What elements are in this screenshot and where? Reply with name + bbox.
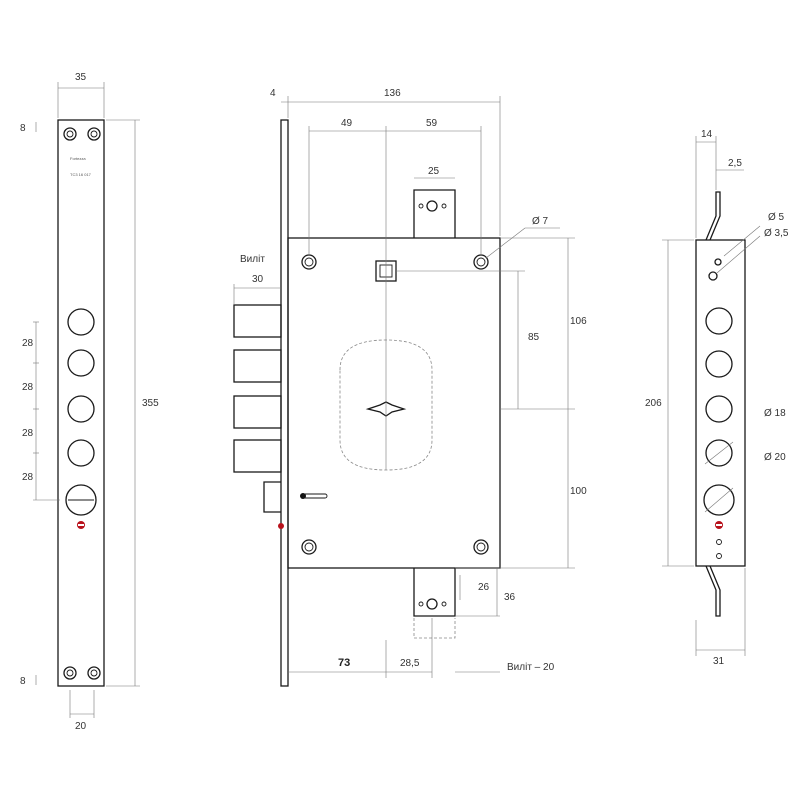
dim-lockbody-bottom-throw: Виліт – 20 (507, 662, 555, 673)
lockbody-view: 4 136 49 59 25 Ø 7 Виліт 30 106 100 85 2… (233, 88, 587, 687)
sideview-bolt-holes (703, 307, 735, 516)
sideview-screws (708, 225, 761, 281)
dim-lockbody-left-span: 49 (341, 118, 353, 129)
faceplate-top-holes (63, 127, 101, 141)
lockbody-bolts (233, 304, 282, 513)
faceplate-outline (57, 119, 105, 687)
dim-lockbody-backset: 73 (338, 657, 350, 669)
lockbody-top-bracket (413, 189, 456, 238)
dim-faceplate-pitch-1: 28 (22, 338, 34, 349)
dim-lockbody-bracket-offset: 26 (478, 582, 490, 593)
lockbody-case (287, 237, 501, 569)
dim-lockbody-hole-diameter: Ø 7 (532, 216, 549, 227)
dim-sideview-height: 206 (645, 398, 662, 409)
dim-lockbody-right-span: 59 (426, 118, 438, 129)
dim-lockbody-bracket-depth: 36 (504, 592, 516, 603)
dim-faceplate-width: 35 (75, 72, 87, 83)
dim-faceplate-top-offset: 8 (20, 123, 26, 134)
dim-lockbody-upper-height: 106 (570, 316, 587, 327)
dim-sideview-deadbolt-diameter: Ø 20 (764, 452, 786, 463)
faceplate-brand-text: Fortezza (70, 156, 86, 161)
dim-lockbody-bolt-throw: 30 (252, 274, 264, 285)
dim-faceplate-pitch-4: 28 (22, 472, 34, 483)
dim-sideview-width-bottom: 31 (713, 656, 725, 667)
faceplate-model-text: TC3 16 017 (70, 172, 92, 177)
dim-lockbody-lower-height: 100 (570, 486, 587, 497)
dim-lockbody-bracket-width: 25 (428, 166, 440, 177)
dim-sideview-offset: 2,5 (728, 158, 742, 169)
dim-lockbody-key-offset: 28,5 (400, 658, 420, 669)
dim-sideview-bolt-diameter: Ø 18 (764, 408, 786, 419)
lockbody-bottom-bracket (413, 568, 456, 639)
lockbody-corner-screws (301, 254, 489, 555)
dim-sideview-width-top: 14 (701, 129, 713, 140)
sideview-outline (695, 239, 746, 567)
lockbody-red-marker (278, 523, 284, 529)
dim-sideview-screw-1: Ø 5 (768, 212, 785, 223)
dim-lockbody-total-width: 136 (384, 88, 401, 99)
dim-lockbody-spindle-height: 85 (528, 332, 540, 343)
dim-lockbody-plate-thickness: 4 (270, 88, 276, 99)
faceplate-bottom-holes (63, 666, 101, 680)
lockbody-keyhole (365, 401, 407, 417)
dim-faceplate-bottom-offset: 8 (20, 676, 26, 687)
dim-sideview-screw-2: Ø 3,5 (764, 228, 789, 239)
faceplate-bolt-holes (65, 308, 97, 516)
sideview-bottom-tab (705, 565, 721, 617)
faceplate-view: Fortezza TC3 16 017 35 355 8 8 (20, 72, 159, 732)
dim-faceplate-pitch-3: 28 (22, 428, 34, 439)
dim-faceplate-pitch-2: 28 (22, 382, 34, 393)
dim-faceplate-height: 355 (142, 398, 159, 409)
sideview-top-tab (705, 191, 721, 241)
lockbody-cylinder-outline (339, 339, 433, 471)
sideview: 14 2,5 Ø 5 Ø 3,5 206 Ø 18 Ø 20 31 (645, 129, 789, 667)
dim-faceplate-bottom-width: 20 (75, 721, 87, 732)
lockbody-front-plate (280, 119, 289, 687)
dim-lockbody-bolt-throw-label: Виліт (240, 254, 265, 265)
